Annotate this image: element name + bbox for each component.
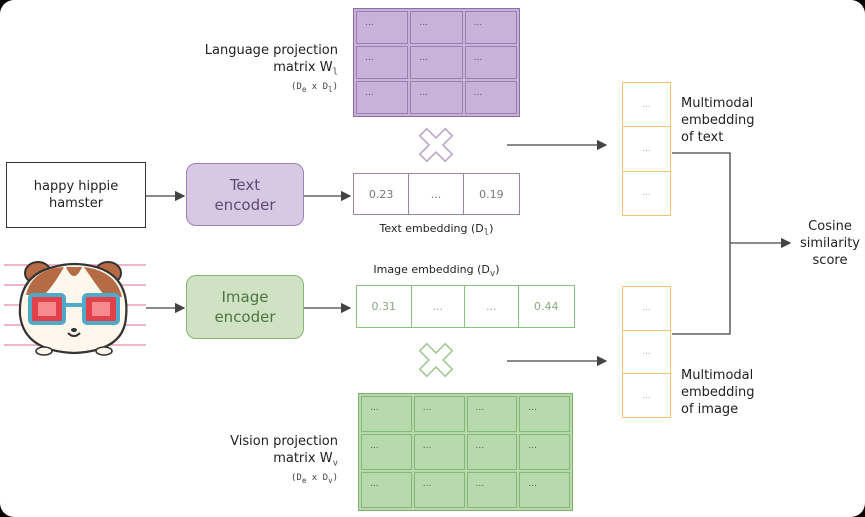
text-input-box: happy hippie hamster <box>6 162 146 228</box>
multimodal-text-line3: of text <box>681 130 724 145</box>
matrix-cell: ... <box>466 434 518 470</box>
vector-cell: ... <box>623 83 670 128</box>
matrix-cell: ... <box>413 472 465 508</box>
dims-open: (D <box>291 472 302 483</box>
line-image-to-merge <box>672 243 731 335</box>
vector-cell: ... <box>642 188 651 199</box>
language-projection-dims: (De x Dl) <box>196 82 338 94</box>
matrix-cell: ... <box>410 46 463 79</box>
text-encoder: Text encoder <box>186 163 304 226</box>
language-projection-matrix-name: matrix Wl <box>196 59 338 82</box>
hamster-image <box>4 261 146 356</box>
vector-cell: ... <box>623 331 670 375</box>
dims-sub-l: l <box>328 84 333 94</box>
vector-cell: ... <box>409 174 464 214</box>
language-projection-label: Language projection matrix Wl (De x Dl) <box>196 42 338 93</box>
matrix-cell: ... <box>464 46 517 79</box>
matrix-cell: ... <box>356 11 409 44</box>
multimodal-image-label: Multimodal embedding of image <box>681 367 755 418</box>
vector-cell: ... <box>642 390 651 401</box>
vector-cell: 0.31 <box>357 286 412 327</box>
dims-open: (D <box>291 81 302 92</box>
matrix-cell: ... <box>361 472 412 508</box>
multimodal-text-label: Multimodal embedding of text <box>681 95 755 146</box>
vector-cell: ... <box>465 286 519 327</box>
line-text-to-merge <box>672 152 731 243</box>
text-input-line2: hamster <box>48 196 104 211</box>
dims-x: x D <box>306 472 329 483</box>
vector-cell: 0.19 <box>479 187 504 201</box>
image-embedding-label: Image embedding (Dv) <box>353 263 520 279</box>
image-embedding-label-end: ) <box>495 263 500 276</box>
cosine-similarity-label: Cosine similarity score <box>795 218 865 269</box>
text-embedding-label-sub: l <box>483 228 490 239</box>
vision-projection-dims: (De x Dv) <box>200 473 338 485</box>
matrix-w-text: matrix W <box>273 60 333 75</box>
matrix-w-subscript: v <box>332 458 338 469</box>
image-encoder-line1: Image <box>221 288 269 306</box>
image-encoder-line2: encoder <box>214 308 276 326</box>
text-embedding-label: Text embedding (Dl) <box>353 222 520 238</box>
matrix-cell: ... <box>410 11 463 44</box>
matrix-cell: ... <box>361 396 412 432</box>
multimodal-image-line2: embedding <box>681 385 755 400</box>
cosine-line3: score <box>812 253 848 268</box>
multimodal-text-vector: ... ... ... <box>622 82 671 216</box>
text-encoder-line1: Text <box>229 175 261 194</box>
matrix-cell: ... <box>413 434 465 470</box>
matrix-cell: ... <box>466 396 518 432</box>
text-embedding-vector: 0.23 ... 0.19 <box>353 173 520 215</box>
vision-projection-matrix-name: matrix Wv <box>200 450 338 473</box>
cosine-line1: Cosine <box>808 219 852 234</box>
image-encoder: Image encoder <box>186 275 304 339</box>
multiply-icon-text <box>418 127 454 163</box>
dims-sub-e: e <box>301 475 307 485</box>
multimodal-text-line2: embedding <box>681 113 755 128</box>
image-embedding-vector: 0.31 ... ... 0.44 <box>356 285 575 328</box>
vector-cell: 0.44 <box>534 300 559 313</box>
vector-cell: 0.23 <box>354 174 410 214</box>
matrix-cell: ... <box>413 396 465 432</box>
image-embedding-label-text: Image embedding (D <box>373 263 490 276</box>
matrix-cell: ... <box>466 472 518 508</box>
vector-cell: ... <box>623 287 670 331</box>
dims-close: ) <box>332 81 338 92</box>
multimodal-text-line1: Multimodal <box>681 96 754 111</box>
matrix-cell: ... <box>410 81 463 114</box>
vision-projection-label: Vision projection matrix Wv (De x Dv) <box>200 433 338 484</box>
text-encoder-line2: encoder <box>214 195 276 214</box>
image-embedding-label-sub: v <box>489 269 496 280</box>
multimodal-image-line3: of image <box>681 402 739 417</box>
matrix-cell: ... <box>356 81 409 114</box>
dims-sub-v: v <box>328 475 333 485</box>
vector-cell: ... <box>412 286 466 327</box>
matrix-cell: ... <box>361 434 412 470</box>
multimodal-image-vector: ... ... ... <box>622 286 671 418</box>
matrix-cell: ... <box>356 46 409 79</box>
matrix-cell: ... <box>519 472 570 508</box>
text-input-line1: happy hippie <box>33 179 119 194</box>
vision-projection-matrix: ... ... ... ... ... ... ... ... ... ... … <box>358 393 573 511</box>
matrix-cell: ... <box>464 81 517 114</box>
language-projection-matrix: ... ... ... ... ... ... ... ... ... <box>353 8 520 117</box>
language-projection-title: Language projection <box>204 43 338 58</box>
matrix-cell: ... <box>519 434 570 470</box>
matrix-w-text: matrix W <box>273 451 333 466</box>
dims-sub-e: e <box>301 84 307 94</box>
vector-cell: ... <box>623 127 670 172</box>
matrix-w-subscript: l <box>332 67 338 78</box>
cosine-line2: similarity <box>800 236 860 251</box>
text-embedding-label-end: ) <box>489 222 494 235</box>
matrix-cell: ... <box>519 396 570 432</box>
matrix-cell: ... <box>464 11 517 44</box>
dims-close: ) <box>332 472 338 483</box>
text-embedding-label-text: Text embedding (D <box>379 222 484 235</box>
vision-projection-title: Vision projection <box>230 434 338 449</box>
dims-x: x D <box>306 81 329 92</box>
multiply-icon-image <box>418 342 454 378</box>
multimodal-image-line1: Multimodal <box>681 368 754 383</box>
